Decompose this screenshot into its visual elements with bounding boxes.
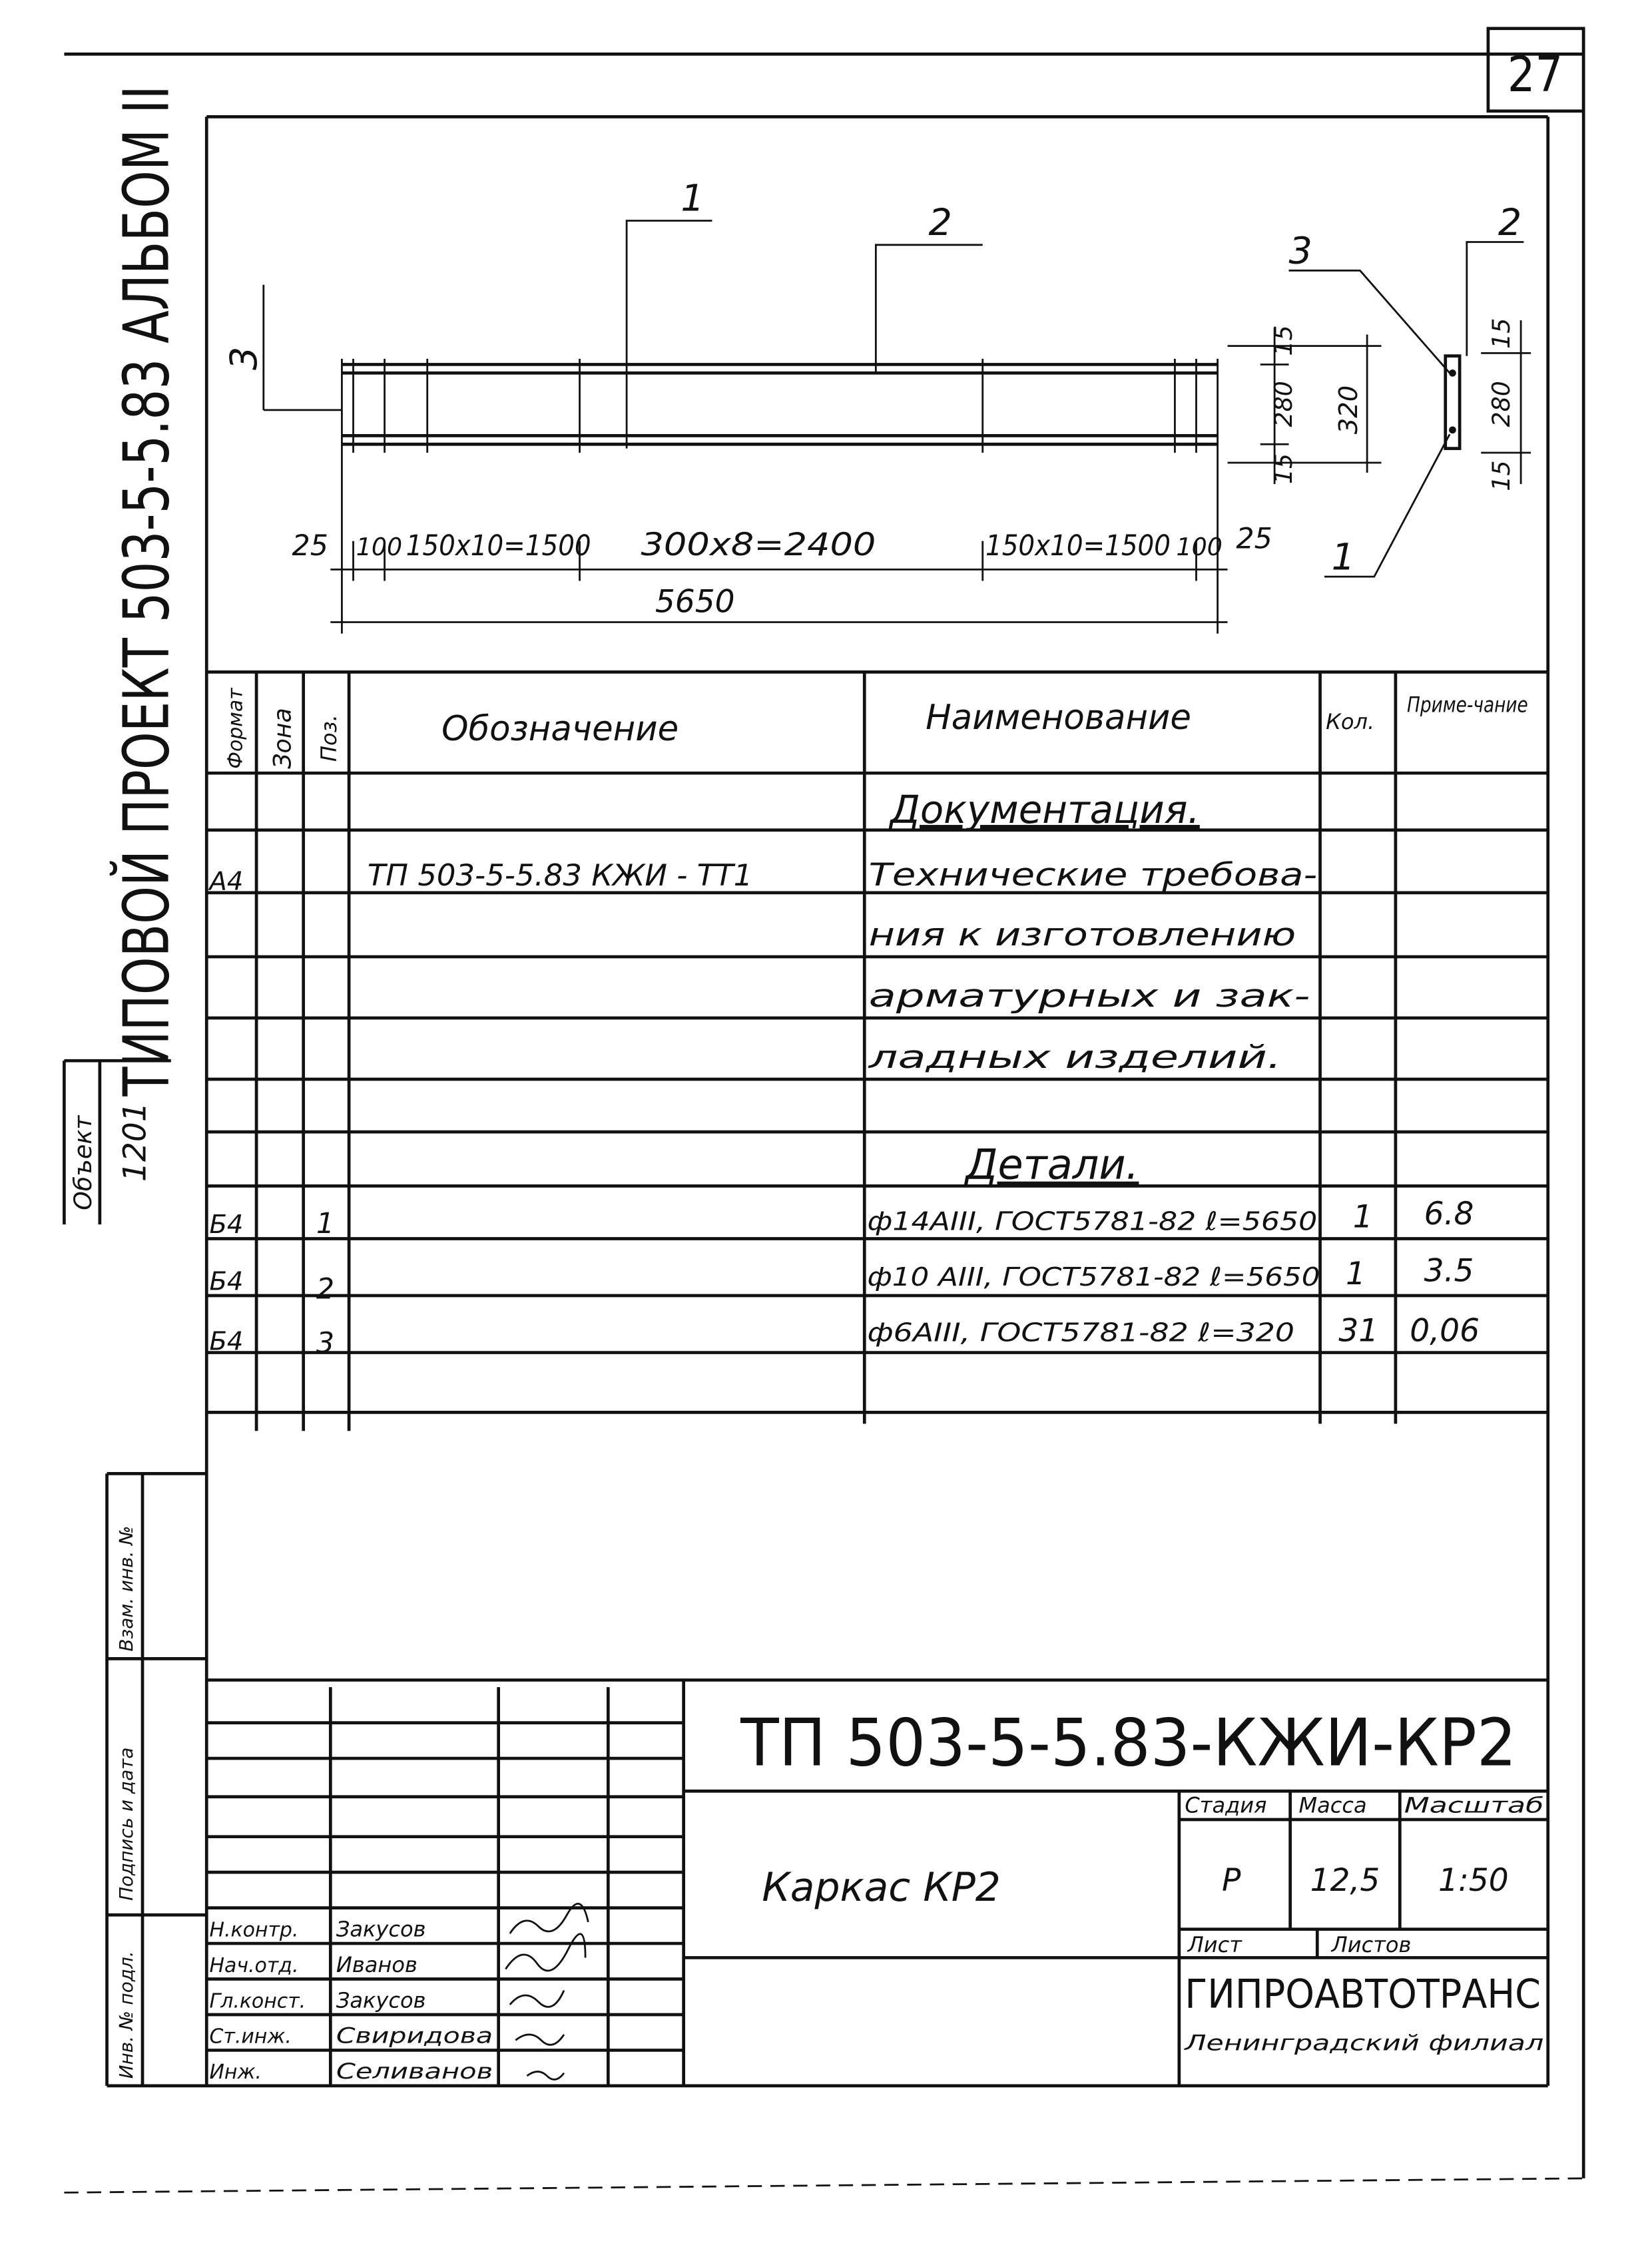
table-row: Б4 1 ф14АIII, ГОСТ5781-82 ℓ=5650 1 6.8 — [210, 1196, 1474, 1240]
section-label-2: 2 — [1498, 201, 1521, 244]
svg-text:Наименование: Наименование — [926, 698, 1191, 738]
leader-label-3: 3 — [222, 347, 266, 370]
svg-text:100: 100 — [356, 533, 402, 561]
dimension-texts: 25 100 150x10=1500 300x8=2400 150x10=150… — [292, 325, 1364, 620]
svg-text:ф6АIII, ГОСТ5781-82 ℓ=320: ф6АIII, ГОСТ5781-82 ℓ=320 — [868, 1318, 1295, 1348]
svg-text:Объект: Объект — [69, 1115, 97, 1210]
svg-text:1: 1 — [1353, 1198, 1373, 1235]
svg-text:Закусов: Закусов — [336, 1916, 426, 1941]
spec-table-header: Формат Зона Поз. Обозначение Наименовани… — [224, 687, 1528, 769]
svg-text:ф10 АIII, ГОСТ5781-82 ℓ=5650: ф10 АIII, ГОСТ5781-82 ℓ=5650 — [868, 1262, 1320, 1292]
title-block-grid — [206, 1678, 1548, 2086]
svg-text:Инж.: Инж. — [210, 2061, 262, 2084]
scale-value: 1:50 — [1438, 1862, 1509, 1899]
stage-value: Р — [1222, 1862, 1241, 1899]
leader-label-1: 1 — [681, 176, 704, 220]
svg-text:1201: 1201 — [117, 1102, 153, 1182]
section-heading-parts: Детали. — [964, 1140, 1139, 1189]
sheet-frame — [64, 27, 1585, 2194]
svg-text:Н.контр.: Н.контр. — [210, 1918, 299, 1941]
side-title: ТИПОВОЙ ПРОЕКТ 503-5-5.83 АЛЬБОМ II — [110, 85, 184, 1097]
scale-label: Масштаб — [1404, 1792, 1544, 1818]
svg-text:Формат: Формат — [224, 687, 248, 769]
section-dim-mid: 280 — [1487, 381, 1515, 427]
spec-table-grid — [206, 670, 1548, 1431]
svg-text:25: 25 — [1236, 522, 1272, 555]
svg-text:150x10=1500: 150x10=1500 — [406, 529, 591, 563]
svg-text:Б4: Б4 — [210, 1326, 244, 1356]
svg-text:31: 31 — [1338, 1312, 1378, 1349]
svg-text:Технические требова-: Технические требова- — [869, 857, 1318, 893]
svg-text:6.8: 6.8 — [1424, 1196, 1474, 1232]
section-dim-top: 15 — [1487, 318, 1515, 349]
svg-text:3: 3 — [316, 1327, 334, 1360]
svg-text:арматурных и зак-: арматурных и зак- — [869, 978, 1310, 1015]
svg-text:Б4: Б4 — [210, 1210, 244, 1240]
object-box: Объект 1201 — [63, 1059, 171, 1225]
signature-scribbles — [505, 1903, 589, 2081]
svg-text:Нач.отд.: Нач.отд. — [210, 1954, 299, 1977]
signers: Н.контр. Закусов Нач.отд. Иванов Гл.конс… — [210, 1903, 589, 2084]
dimension-lines — [330, 327, 1382, 634]
svg-text:ф14АIII, ГОСТ5781-82 ℓ=5650: ф14АIII, ГОСТ5781-82 ℓ=5650 — [868, 1207, 1318, 1237]
mass-label: Масса — [1298, 1792, 1366, 1818]
svg-text:1: 1 — [1346, 1256, 1366, 1292]
svg-text:0,06: 0,06 — [1410, 1312, 1480, 1349]
leader-label-2: 2 — [928, 201, 952, 244]
svg-text:Закусов: Закусов — [336, 1987, 426, 2013]
svg-text:А4: А4 — [208, 867, 244, 897]
svg-text:Ст.инж.: Ст.инж. — [210, 2025, 292, 2049]
mass-value: 12,5 — [1310, 1862, 1380, 1899]
svg-text:300x8=2400: 300x8=2400 — [641, 527, 876, 563]
svg-text:Свиридова: Свиридова — [336, 2023, 493, 2049]
item-name: Каркас КР2 — [762, 1864, 1001, 1911]
svg-text:Селиванов: Селиванов — [336, 2059, 493, 2084]
svg-text:Кол.: Кол. — [1326, 709, 1374, 734]
svg-text:3.5: 3.5 — [1424, 1253, 1474, 1290]
svg-text:Приме-чание: Приме-чание — [1407, 692, 1528, 717]
svg-text:5650: 5650 — [655, 584, 735, 621]
sheet-number: 27 — [1508, 47, 1563, 103]
branch: Ленинградский филиал — [1184, 2030, 1543, 2055]
cross-section — [1288, 241, 1531, 578]
svg-text:150x10=1500: 150x10=1500 — [985, 529, 1171, 563]
section-label-1: 1 — [1332, 535, 1355, 579]
document-code: ТП 503-5-5.83-КЖИ-КР2 — [740, 1706, 1517, 1782]
svg-text:Инв. № подл.: Инв. № подл. — [115, 1951, 137, 2079]
svg-text:Иванов: Иванов — [336, 1952, 417, 1977]
svg-text:25: 25 — [292, 529, 328, 563]
svg-text:100: 100 — [1177, 533, 1223, 561]
svg-text:1: 1 — [316, 1207, 334, 1240]
svg-text:Гл.конст.: Гл.конст. — [210, 1989, 306, 2013]
table-row: Б4 2 ф10 АIII, ГОСТ5781-82 ℓ=5650 1 3.5 — [210, 1253, 1474, 1306]
svg-text:2: 2 — [316, 1272, 334, 1306]
svg-text:Б4: Б4 — [210, 1266, 244, 1296]
svg-text:15: 15 — [1269, 453, 1298, 484]
svg-text:Взам. инв. №: Взам. инв. № — [115, 1526, 137, 1652]
section-label-3: 3 — [1289, 230, 1312, 273]
section-dim-bottom: 15 — [1487, 461, 1515, 491]
sheet-label: Лист — [1187, 1932, 1243, 1957]
table-row: А4 ТП 503-5-5.83 КЖИ - ТТ1 Технические т… — [208, 857, 1318, 1076]
table-row: Б4 3 ф6АIII, ГОСТ5781-82 ℓ=320 31 0,06 — [210, 1312, 1480, 1360]
left-strip: Взам. инв. № Подпись и дата Инв. № подл. — [105, 1471, 207, 2086]
organization: ГИПРОАВТОТРАНС — [1185, 1971, 1541, 2017]
svg-text:Зона: Зона — [268, 708, 296, 769]
svg-text:ТП 503-5-5.83 КЖИ - ТТ1: ТП 503-5-5.83 КЖИ - ТТ1 — [368, 858, 752, 893]
svg-text:280: 280 — [1269, 381, 1298, 427]
spec-table-body: Документация. А4 ТП 503-5-5.83 КЖИ - ТТ1… — [208, 787, 1480, 1360]
svg-text:320: 320 — [1334, 385, 1364, 434]
section-heading-docs: Документация. — [888, 787, 1200, 832]
svg-text:Поз.: Поз. — [316, 714, 342, 762]
svg-text:15: 15 — [1269, 325, 1298, 356]
svg-text:ния к изготовлению: ния к изготовлению — [869, 917, 1296, 953]
svg-text:ладных изделий.: ладных изделий. — [868, 1039, 1282, 1076]
frame-elevation — [262, 220, 1219, 453]
svg-text:Обозначение: Обозначение — [441, 709, 679, 749]
svg-text:Подпись и дата: Подпись и дата — [115, 1748, 137, 1901]
stage-label: Стадия — [1185, 1792, 1266, 1818]
sheets-label: Листов — [1331, 1932, 1412, 1957]
